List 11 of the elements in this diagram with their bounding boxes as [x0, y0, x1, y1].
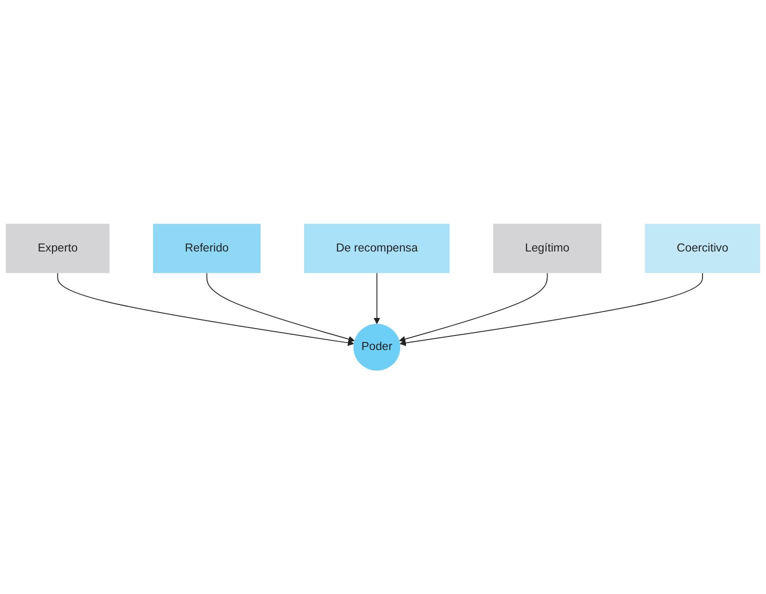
arrow [374, 272, 380, 324]
arrow [206, 272, 355, 342]
node-box: De recompensa [304, 224, 450, 273]
arrow [400, 272, 703, 346]
node-box: Referido [153, 224, 261, 273]
node-box: Coercitivo [644, 224, 760, 273]
node-box: Legítimo [493, 224, 602, 273]
arrow [57, 272, 354, 346]
node-box: Experto [6, 224, 110, 273]
arrow [399, 272, 548, 342]
node-circle: Poder [353, 324, 400, 370]
